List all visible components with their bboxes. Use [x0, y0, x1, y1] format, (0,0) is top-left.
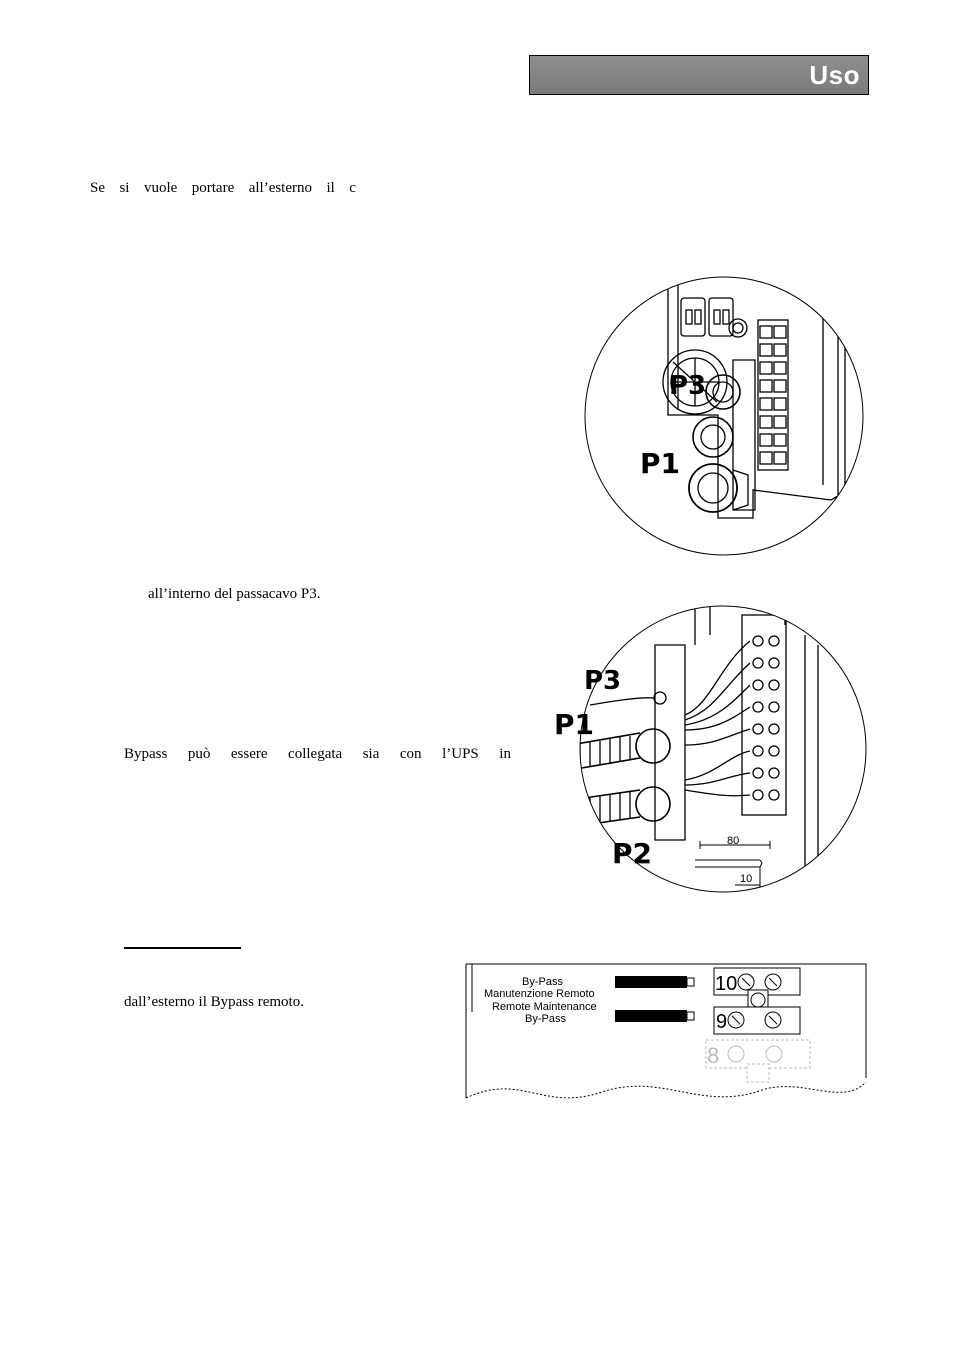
- word: vuole: [143, 180, 178, 196]
- word: c: [349, 180, 356, 196]
- label-p1: P1: [640, 447, 680, 480]
- paragraph-4: dall’esterno il Bypass remoto.: [124, 994, 304, 1010]
- section-title: Uso: [809, 60, 860, 90]
- terminal-10-number: 10: [715, 973, 737, 995]
- figure-cable-routing-detail: 80 10 P3 P1 P2: [554, 605, 867, 893]
- word: può: [187, 746, 211, 762]
- dimension-80: 80: [727, 835, 739, 847]
- word: Se: [90, 180, 105, 196]
- paragraph-1: Se si vuole portare all’esterno il c: [90, 179, 356, 197]
- terminal-9-number: 9: [716, 1011, 727, 1033]
- word: all’esterno: [248, 180, 313, 196]
- bypass-label-2: By-Pass: [525, 1013, 566, 1025]
- section-header: Uso: [529, 55, 869, 95]
- figure-remote-bypass-terminals: By-Pass Manutenzione Remoto Remote Maint…: [465, 963, 867, 1099]
- label-p1: P1: [554, 708, 594, 741]
- word: sia: [362, 746, 380, 762]
- terminal-8-number: 8: [707, 1043, 719, 1068]
- label-p3: P3: [584, 666, 621, 696]
- word: Bypass: [124, 746, 168, 762]
- dimension-10: 10: [740, 873, 752, 885]
- label-p3: P3: [669, 371, 706, 401]
- word: il: [326, 180, 335, 196]
- word: portare: [191, 180, 235, 196]
- word: in: [499, 746, 511, 762]
- word: si: [119, 180, 130, 196]
- remote-maintenance-label: Remote Maintenance: [492, 1001, 597, 1013]
- label-p2: P2: [612, 837, 652, 870]
- figure-cable-glands-detail: P3 P1: [584, 276, 864, 556]
- manutenzione-remoto-label: Manutenzione Remoto: [484, 988, 595, 1000]
- word: essere: [230, 746, 268, 762]
- paragraph-3: Bypass può essere collegata sia con l’UP…: [124, 745, 511, 763]
- word: collegata: [288, 746, 343, 762]
- paragraph-2: all’interno del passacavo P3.: [148, 586, 321, 602]
- word: l’UPS: [442, 746, 479, 762]
- bypass-label-1: By-Pass: [522, 976, 563, 988]
- word: con: [399, 746, 422, 762]
- heading-underline: [124, 947, 241, 949]
